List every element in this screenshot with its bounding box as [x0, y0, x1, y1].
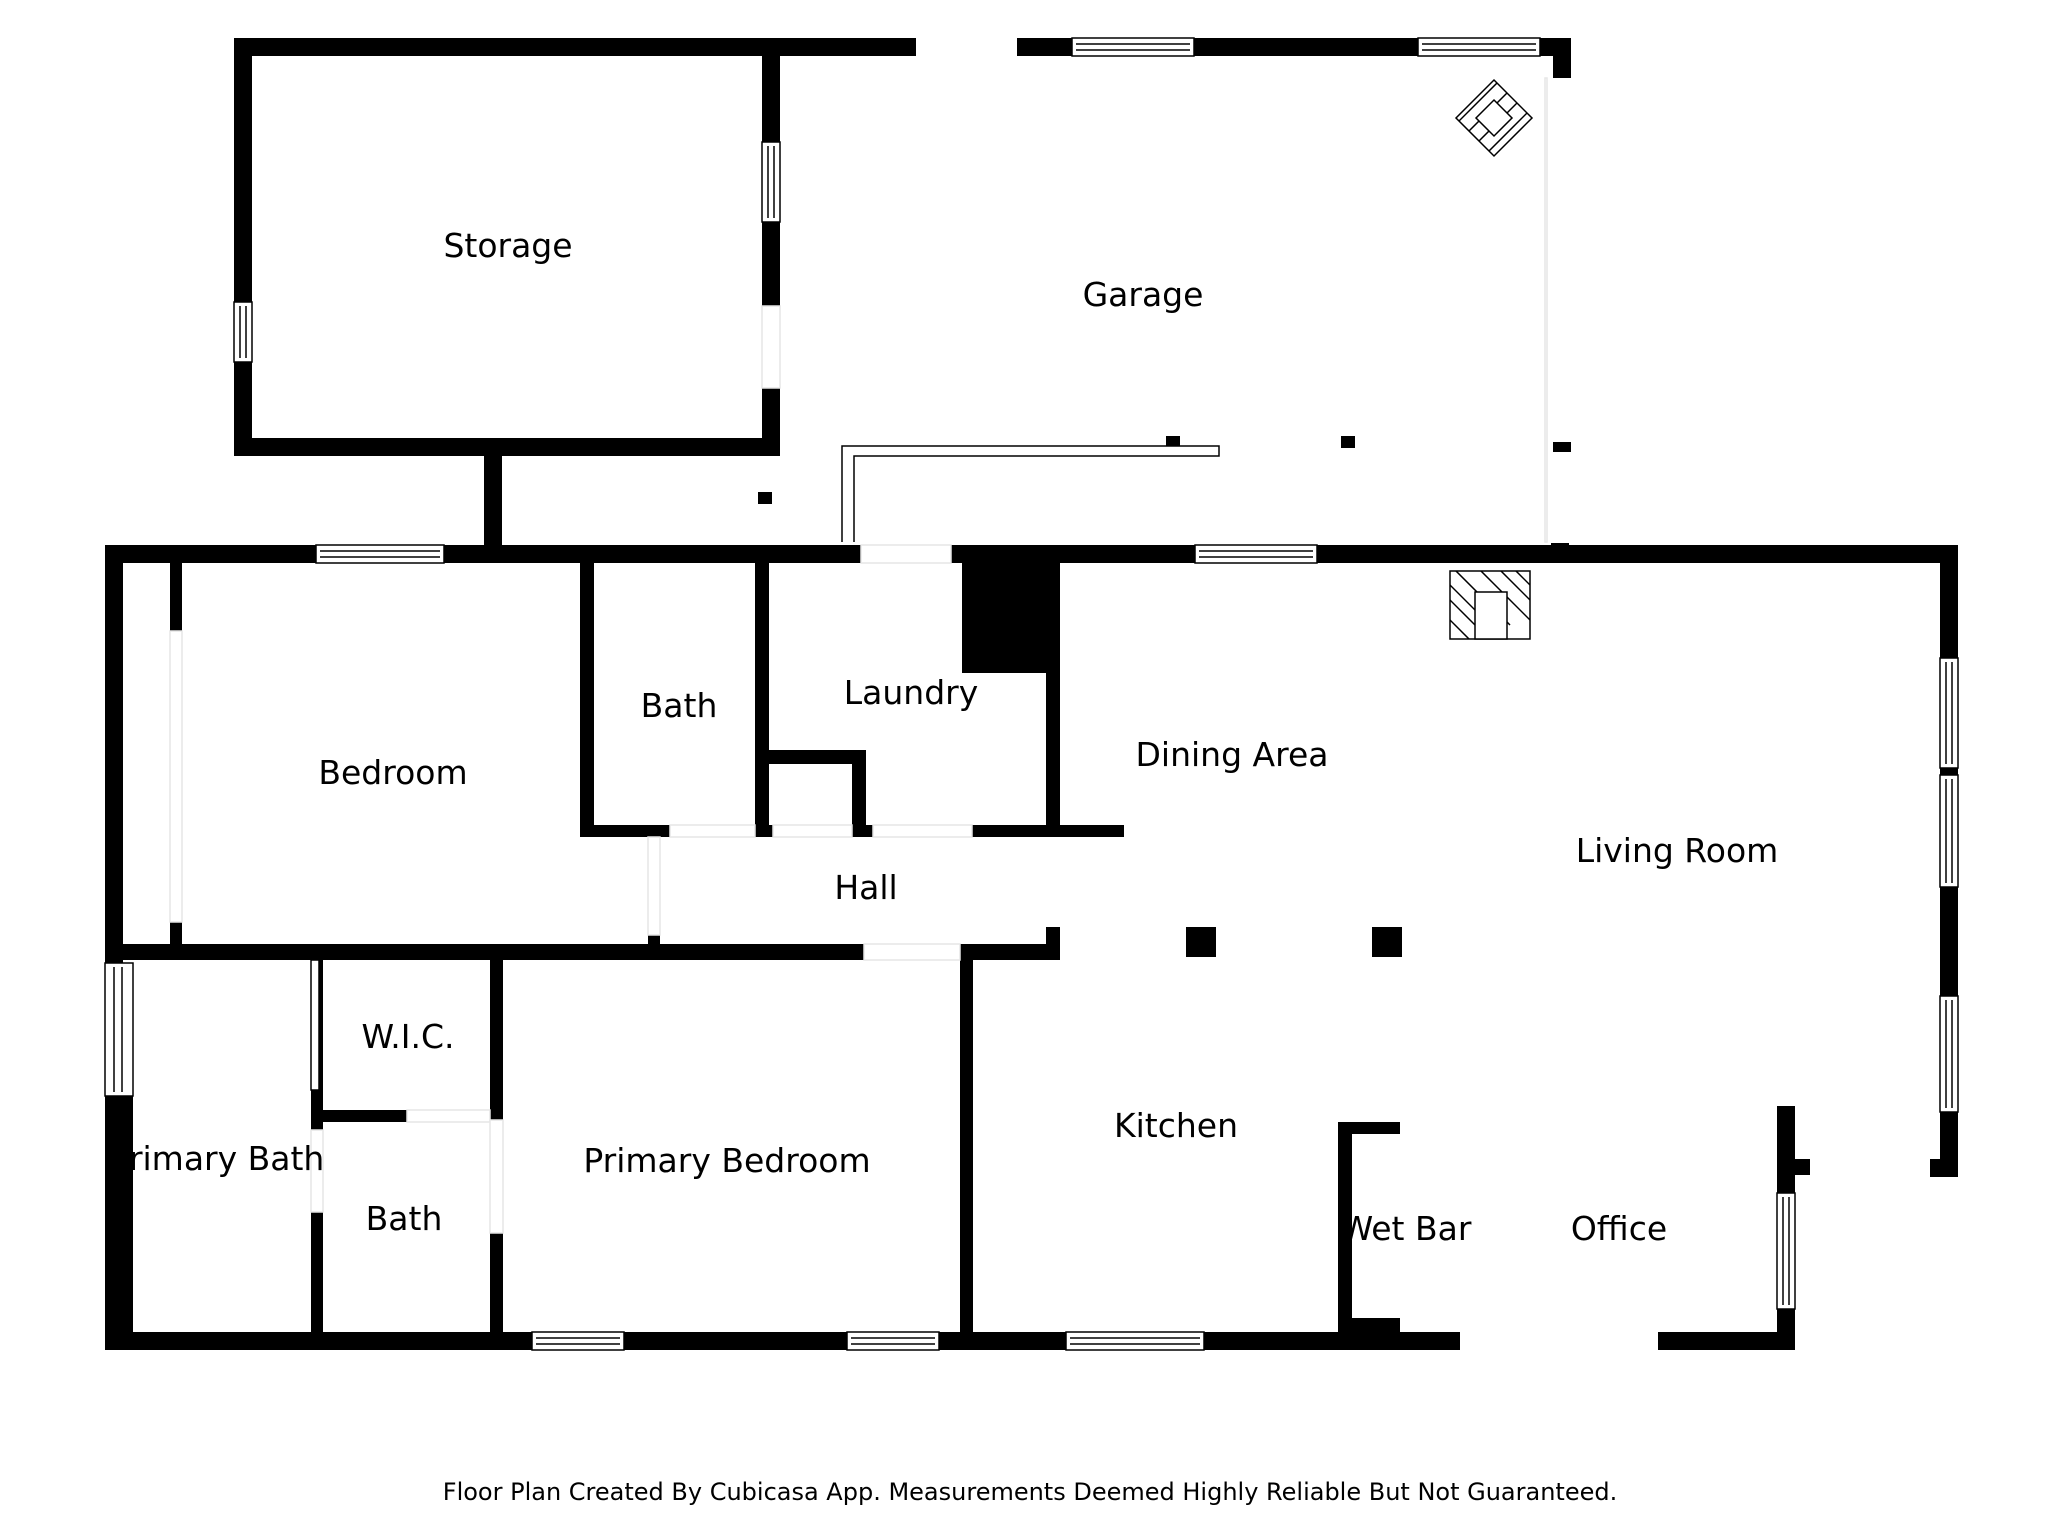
wall — [311, 1110, 407, 1122]
window — [761, 141, 781, 223]
doorway — [772, 824, 853, 838]
room-label-bedroom: Bedroom — [318, 753, 467, 792]
wall — [1777, 1159, 1810, 1175]
window — [1776, 1192, 1796, 1310]
room-label-primary-bath: Primary Bath — [110, 1139, 325, 1178]
doorway — [406, 1109, 491, 1123]
wall — [962, 563, 1060, 673]
window — [846, 1331, 940, 1351]
doorway — [647, 836, 661, 936]
fireplace-icon — [1449, 570, 1531, 640]
room-label-bath: Bath — [641, 686, 718, 725]
room-label-laundry: Laundry — [844, 673, 978, 712]
doorway — [872, 824, 973, 838]
doorway — [669, 824, 756, 838]
window — [233, 301, 253, 363]
doorway — [310, 1129, 324, 1213]
room-label-kitchen: Kitchen — [1114, 1106, 1238, 1145]
doorway — [169, 630, 183, 923]
window — [1417, 37, 1541, 57]
wall — [1166, 436, 1180, 448]
wall — [311, 1212, 323, 1350]
wall — [490, 1233, 503, 1350]
room-label-garage: Garage — [1083, 275, 1204, 314]
wall — [972, 825, 1124, 837]
wall — [755, 825, 773, 837]
wall — [105, 944, 1060, 960]
room-labels: Storage Garage Bath Laundry Bedroom Dini… — [110, 226, 1779, 1248]
wall — [234, 38, 252, 456]
window — [1071, 37, 1195, 57]
column — [1372, 927, 1402, 957]
doorway — [860, 544, 952, 564]
wall — [484, 456, 502, 548]
doorway — [761, 305, 781, 389]
wall — [490, 960, 503, 1120]
wall — [762, 388, 780, 456]
room-label-hall: Hall — [834, 868, 897, 907]
wall — [1338, 1122, 1352, 1350]
window — [1194, 544, 1318, 564]
window — [1939, 774, 1959, 888]
wall — [852, 825, 873, 837]
room-label-dining-area: Dining Area — [1136, 735, 1329, 774]
doorway — [489, 1119, 504, 1234]
wall — [310, 959, 320, 1091]
footer-credit: Floor Plan Created By Cubicasa App. Meas… — [443, 1478, 1617, 1506]
wall — [105, 1332, 1460, 1350]
wall — [1338, 1122, 1400, 1134]
doorway — [863, 943, 961, 961]
windows — [104, 37, 1959, 1351]
wall — [1658, 1332, 1795, 1350]
window — [1065, 1331, 1205, 1351]
wall — [755, 750, 865, 764]
room-label-living-room: Living Room — [1576, 831, 1779, 870]
room-label-wic: W.I.C. — [361, 1017, 454, 1056]
column — [1186, 927, 1216, 957]
wall — [234, 438, 780, 456]
garage-door-opening — [1544, 77, 1548, 543]
wall — [1930, 1159, 1958, 1177]
wall — [580, 825, 670, 837]
wall — [1046, 927, 1060, 960]
walls — [105, 38, 1958, 1350]
room-label-bath-lower: Bath — [366, 1199, 443, 1238]
room-label-wet-bar: Wet Bar — [1341, 1209, 1472, 1248]
wall — [170, 922, 182, 950]
garage-step — [841, 445, 1220, 542]
window — [104, 962, 134, 1097]
wall — [580, 563, 594, 835]
wall — [758, 492, 772, 504]
wall — [1338, 1318, 1400, 1350]
wall — [1553, 38, 1571, 78]
water-heater-icon — [1454, 78, 1534, 158]
wall — [1341, 436, 1355, 448]
room-label-primary-bedroom: Primary Bedroom — [583, 1141, 870, 1180]
wall — [234, 38, 916, 56]
wall — [170, 563, 182, 631]
wall — [648, 935, 660, 960]
wall — [755, 563, 769, 835]
room-label-storage: Storage — [443, 226, 572, 265]
wall — [1553, 442, 1571, 452]
window — [1939, 995, 1959, 1113]
wall — [105, 1096, 133, 1350]
window — [531, 1331, 625, 1351]
window — [315, 544, 445, 564]
wall — [960, 960, 973, 1350]
wall — [105, 545, 1958, 563]
wall — [852, 750, 866, 837]
window — [1939, 657, 1959, 769]
openings — [169, 77, 1548, 1234]
room-label-office: Office — [1571, 1209, 1667, 1248]
wall — [1046, 563, 1060, 835]
